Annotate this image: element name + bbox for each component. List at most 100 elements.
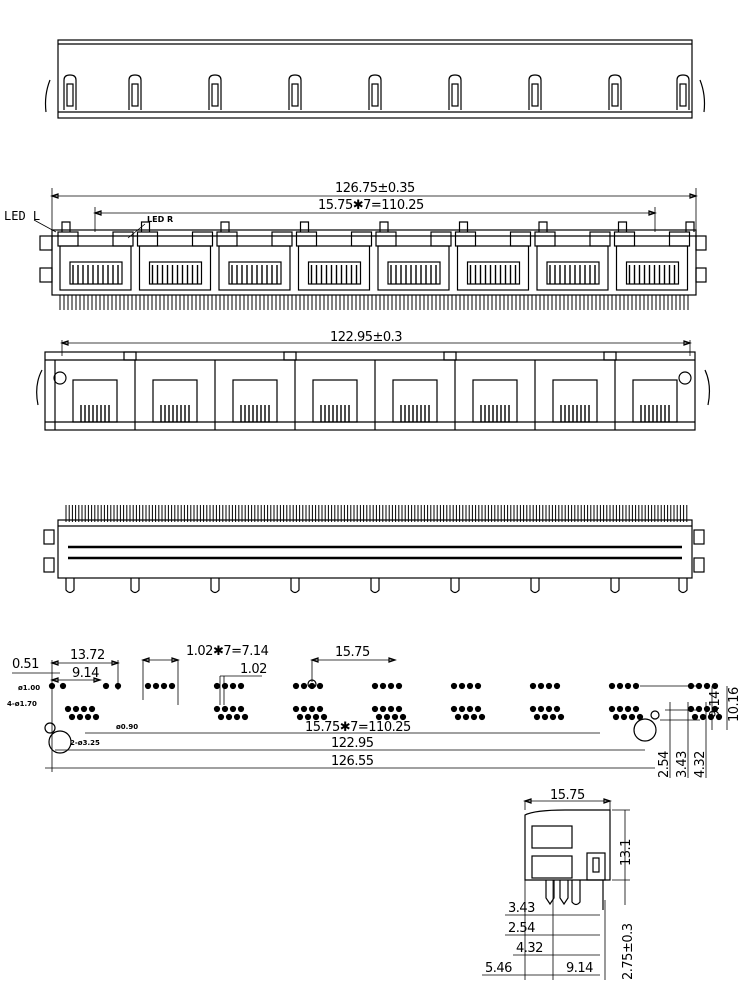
latch-post	[288, 74, 302, 110]
pin-hole	[213, 705, 221, 713]
rear-cavity	[552, 379, 598, 423]
led-window	[295, 231, 318, 247]
pin-hole	[152, 682, 160, 690]
latch-slot	[211, 83, 219, 107]
pin-hole	[371, 705, 379, 713]
side-peg	[693, 557, 705, 573]
pin-hole	[320, 713, 328, 721]
pin-hole	[557, 713, 565, 721]
led-window	[509, 231, 532, 247]
arrow	[60, 340, 69, 346]
pin-hole	[462, 713, 470, 721]
latch-post	[608, 74, 622, 110]
pin-hole	[608, 705, 616, 713]
latch-slot	[531, 83, 539, 107]
screw	[678, 371, 692, 385]
rear-cavity	[392, 379, 438, 423]
pin-hole	[616, 682, 624, 690]
led-tab	[617, 221, 628, 232]
rear-tab	[603, 351, 617, 361]
side-peg	[39, 267, 53, 283]
contact-area	[148, 261, 203, 285]
dim-13-72: 13.72	[70, 648, 105, 663]
latch-slot	[66, 83, 74, 107]
mount-hole	[650, 710, 660, 720]
side-peg	[695, 235, 707, 251]
pin-hole	[292, 682, 300, 690]
arrow	[648, 210, 657, 216]
pin-hole	[691, 713, 699, 721]
pin-hole	[466, 682, 474, 690]
board-lock	[678, 578, 688, 594]
latch-post	[368, 74, 382, 110]
pin-hole	[624, 705, 632, 713]
pin-hole	[160, 682, 168, 690]
latch-slot	[131, 83, 139, 107]
pin-hole	[237, 682, 245, 690]
pin-hole	[695, 705, 703, 713]
pin-hole	[379, 705, 387, 713]
arrow	[50, 660, 59, 666]
pin-hole	[221, 682, 229, 690]
rear-view: 122.95±0.3	[36, 330, 711, 431]
side-dim-height: 13.1	[619, 839, 634, 866]
pin-hole	[379, 682, 387, 690]
pin-hole	[241, 713, 249, 721]
pcb-footprint: 0.51 13.72 9.14 1.02✱7=7.14 1.02 15.75 ø…	[7, 644, 742, 778]
bottom-body	[57, 519, 693, 579]
hole-0-90: ø0.90	[116, 723, 138, 731]
led-tab	[299, 221, 310, 232]
rear-cavity	[632, 379, 678, 423]
led-tab	[220, 221, 230, 232]
board-lock	[65, 578, 75, 594]
pin-hole	[292, 705, 300, 713]
edge-curve	[699, 79, 706, 113]
arrow	[388, 657, 397, 663]
pin-hole	[80, 705, 88, 713]
rear-body	[44, 351, 696, 431]
dim-10-16: 10.16	[727, 687, 742, 722]
led-window	[454, 231, 477, 247]
side-view: 15.75 13.1 3.43 2.54 4.32 5.46 9.14 2.75…	[482, 788, 636, 980]
pin-hole	[620, 713, 628, 721]
pin-hole	[458, 682, 466, 690]
pin-hole	[711, 705, 719, 713]
rear-tab	[123, 351, 137, 361]
pin-hole	[308, 705, 316, 713]
led-window	[136, 231, 159, 247]
rj45-port	[615, 245, 689, 291]
pin-hole	[529, 705, 537, 713]
rj45-port	[59, 245, 132, 291]
pin-hole	[76, 713, 84, 721]
pin-hole	[711, 682, 719, 690]
edge-curve	[36, 369, 43, 406]
rj45-port	[456, 245, 530, 291]
led-window	[430, 231, 452, 247]
led-box	[586, 852, 606, 881]
pin-hole	[612, 713, 620, 721]
pin-hole	[395, 705, 403, 713]
side-dim-9-14: 9.14	[566, 961, 593, 976]
latch-post	[528, 74, 542, 110]
pin-hole	[114, 682, 122, 690]
hole-3-25	[48, 730, 72, 754]
pin-hole	[466, 705, 474, 713]
latch-post	[208, 74, 222, 110]
pin-hole	[308, 682, 316, 690]
pin-hole	[699, 713, 707, 721]
pin-hole	[632, 682, 640, 690]
pin-hole	[549, 713, 557, 721]
contact-area	[625, 261, 680, 285]
hole-1-70: 4-ø1.70	[7, 700, 37, 708]
pin-hole	[229, 705, 237, 713]
pin-hole	[395, 682, 403, 690]
led-window	[191, 231, 214, 247]
pin-hole	[478, 713, 486, 721]
hole-1-70	[44, 722, 56, 734]
board-lock	[610, 578, 620, 594]
led-tab	[458, 221, 469, 232]
arrow	[93, 677, 102, 683]
led-tab	[61, 221, 71, 232]
side-peg	[39, 235, 53, 251]
arrow	[310, 657, 319, 663]
